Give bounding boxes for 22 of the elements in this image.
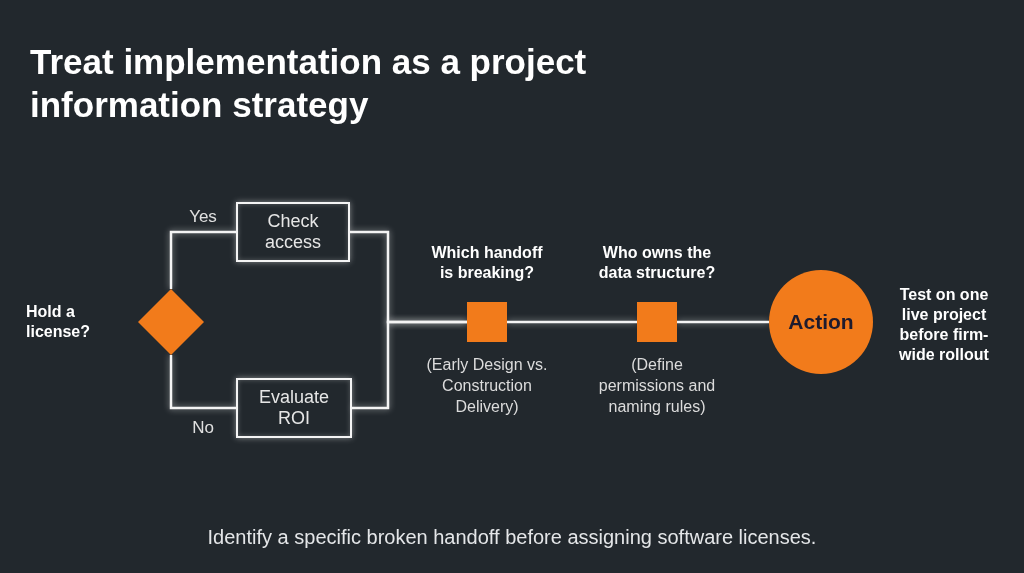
action-note: Test on one live project before firm-wide rollout [898,285,990,365]
connector-line [677,320,769,324]
connector-line [169,355,236,410]
node-label: Evaluate ROI [257,387,331,429]
milestone-square [637,302,677,342]
milestone-square [467,302,507,342]
step-question: Who owns the data structure? [597,243,717,283]
edge-label: Yes [189,207,217,227]
caption: Identify a specific broken handoff before assigning software licenses. [206,525,818,550]
node-label: Check access [264,211,322,253]
process-box [236,378,352,438]
node-label: Action [788,310,854,334]
process-box [236,202,350,262]
connector-line [507,320,637,324]
step-note: (Early Design vs. Construction Delivery) [425,355,549,417]
edge-label: No [192,418,214,438]
decision-question: Hold a license? [26,302,92,342]
connector-line [352,320,467,410]
title: Treat implementation as a project information strategy [30,41,588,126]
step-note: (Define permissions and naming rules) [597,355,717,417]
connector-line [169,230,236,289]
step-question: Which handoff is breaking? [430,243,544,283]
